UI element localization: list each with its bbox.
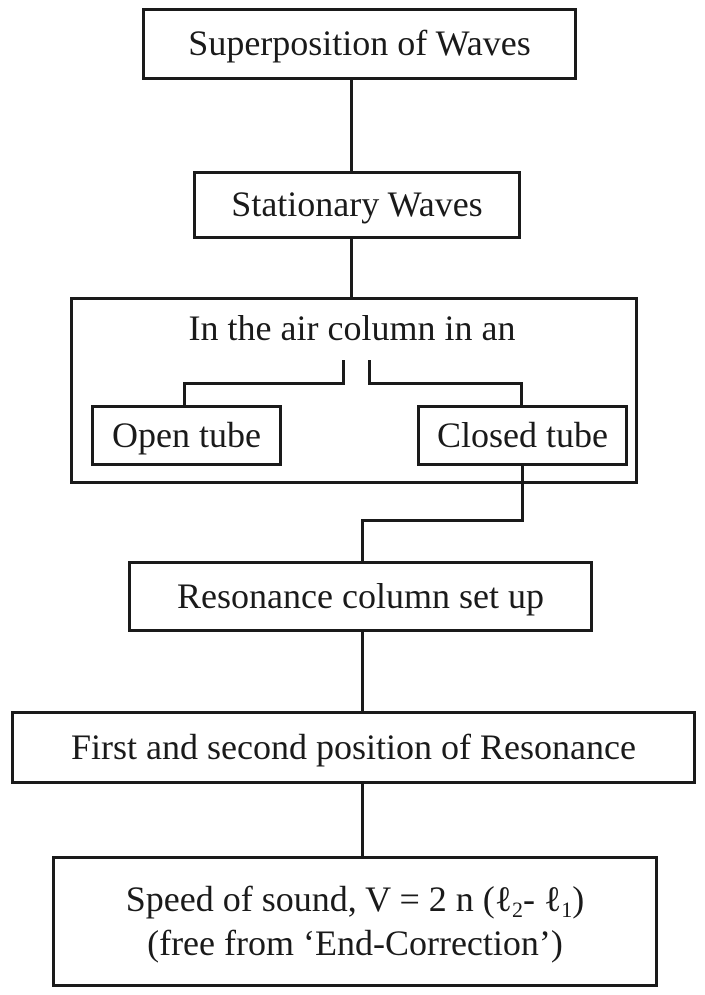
branch-left-stem — [342, 360, 345, 385]
subscript-2: 2 — [511, 897, 523, 923]
connector-stationary-air-column — [350, 237, 353, 297]
branch-right-horizontal — [368, 382, 523, 385]
speed-formula-close: ) — [572, 879, 585, 920]
speed-of-sound-box: Speed of sound, V = 2 n (ℓ2- ℓ1) (free f… — [52, 856, 658, 987]
superposition-label: Superposition of Waves — [188, 23, 531, 64]
superposition-box: Superposition of Waves — [142, 8, 577, 80]
branch-left-horizontal — [183, 382, 345, 385]
air-column-label: In the air column in an — [188, 308, 516, 348]
resonance-setup-label: Resonance column set up — [177, 575, 544, 616]
open-tube-label: Open tube — [112, 414, 261, 455]
air-column-frame — [70, 297, 638, 484]
branch-right-drop — [520, 382, 523, 407]
stationary-waves-label: Stationary Waves — [231, 184, 483, 225]
closed-tube-box: Closed tube — [417, 405, 628, 466]
closed-tube-label: Closed tube — [437, 414, 608, 455]
connector-closed-down — [521, 464, 524, 522]
speed-formula-minus: - ℓ — [522, 879, 562, 920]
resonance-positions-box: First and second position of Resonance — [11, 711, 696, 784]
subscript-1: 1 — [561, 897, 573, 923]
resonance-positions-label: First and second position of Resonance — [71, 726, 636, 767]
connector-superposition-stationary — [350, 78, 353, 173]
connector-setup-positions — [361, 630, 364, 713]
stationary-waves-box: Stationary Waves — [193, 171, 521, 239]
connector-closed-horizontal — [361, 519, 524, 522]
connector-positions-speed — [361, 782, 364, 858]
connector-resonance-drop — [361, 519, 364, 563]
speed-formula-prefix: Speed of sound, V = 2 n (ℓ — [125, 879, 512, 920]
resonance-setup-box: Resonance column set up — [128, 561, 593, 632]
speed-formula: Speed of sound, V = 2 n (ℓ2- ℓ1) — [126, 878, 584, 921]
open-tube-box: Open tube — [91, 405, 282, 466]
branch-left-drop — [183, 382, 186, 407]
branch-right-stem — [368, 360, 371, 385]
end-correction-note: (free from ‘End-Correction’) — [147, 922, 563, 963]
